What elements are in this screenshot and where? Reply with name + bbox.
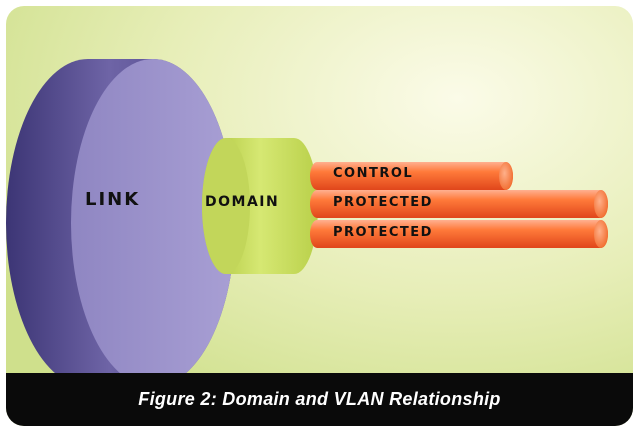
domain-cylinder — [202, 138, 318, 274]
link-cylinder — [6, 59, 235, 387]
diagram-figure: LINK DOMAIN CONTROL PROTECTED PROTECTED … — [6, 6, 633, 426]
pipe-label-protected: PROTECTED — [333, 195, 433, 210]
pipe-label-protected: PROTECTED — [333, 225, 433, 240]
figure-caption: Figure 2: Domain and VLAN Relationship — [138, 389, 501, 409]
pipe-protected-2 — [310, 220, 608, 248]
caption-bar: Figure 2: Domain and VLAN Relationship — [6, 373, 633, 426]
pipe-protected-1 — [310, 190, 608, 218]
diagram-canvas — [6, 6, 633, 426]
pipe-control — [310, 162, 513, 190]
link-label: LINK — [85, 189, 141, 210]
pipe-label-control: CONTROL — [333, 166, 414, 181]
domain-label: DOMAIN — [205, 194, 280, 210]
